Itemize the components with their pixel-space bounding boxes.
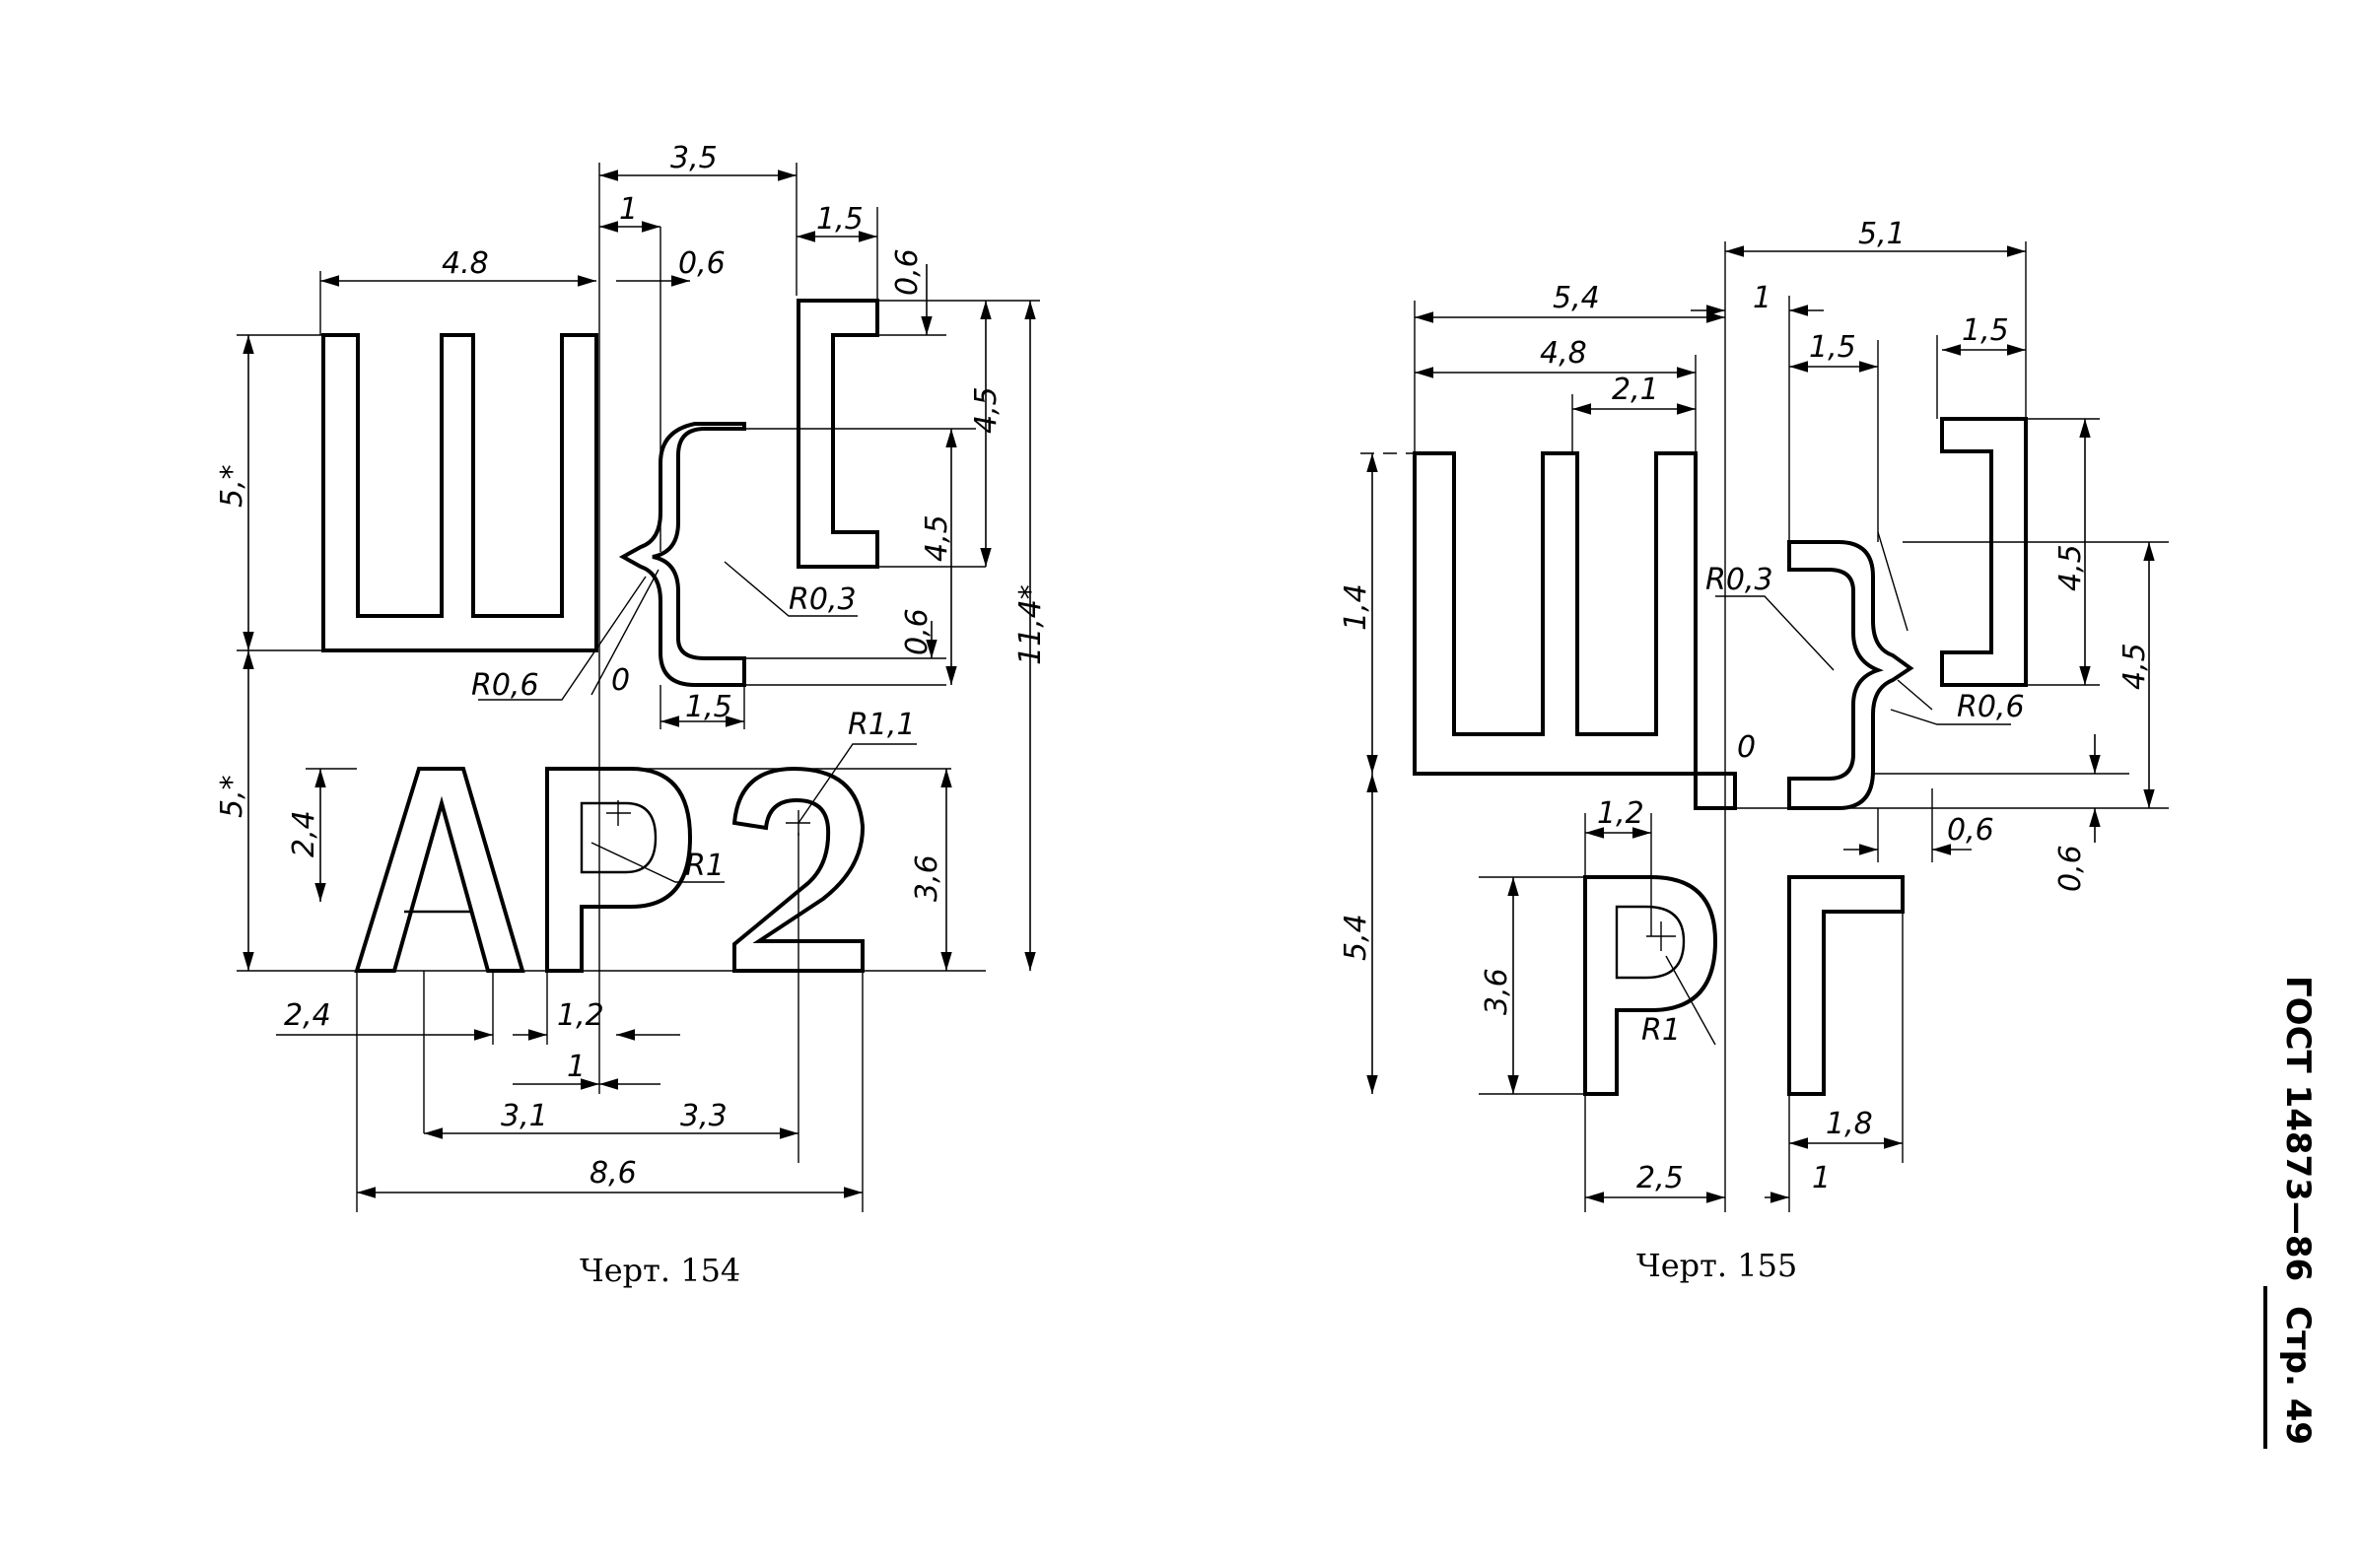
- dimension-lines-155: [1360, 241, 2169, 1212]
- dim-label: 0: [611, 663, 630, 698]
- dimension-labels-154: 3,5 1 1,5 0,6 4.8 0,6 4,5 4,5 11,4* 5,* …: [215, 141, 1048, 1191]
- dim-label: 3,5: [670, 141, 718, 175]
- dim-label: 0,6: [1947, 813, 1994, 848]
- dim-label: 5,4: [1553, 281, 1600, 315]
- page-side-label: ГОСТ 14873—86 Стр. 49: [2263, 976, 2318, 1449]
- page-number: Стр. 49: [2278, 1306, 2318, 1445]
- dim-label: 1,8: [1826, 1107, 1873, 1141]
- figure-caption: Черт. 155: [1636, 1247, 1797, 1284]
- figure-154: 3,5 1 1,5 0,6 4.8 0,6 4,5 4,5 11,4* 5,* …: [215, 141, 1048, 1289]
- letter-sha-outline: [321, 333, 598, 652]
- dimension-lines-154: [237, 163, 1040, 1212]
- dim-label: 5,4: [1339, 914, 1373, 961]
- letter-er-outline: [1583, 875, 1718, 1096]
- dim-label: R1: [685, 849, 725, 883]
- dim-label: 1,5: [1809, 330, 1856, 365]
- dim-label: 4,5: [920, 514, 954, 562]
- letter-bracket-outline: [1940, 417, 2028, 687]
- dim-label: 1,5: [685, 690, 732, 724]
- dim-label: 11,4*: [1013, 584, 1048, 665]
- dim-label: 3,6: [1480, 968, 1514, 1015]
- dim-label: 1: [619, 192, 638, 227]
- dim-label: R0,6: [1957, 690, 2025, 724]
- dim-label: 3,1: [501, 1099, 548, 1133]
- dim-label: R0,3: [789, 582, 857, 617]
- dim-label: 4,8: [1540, 336, 1587, 371]
- dim-label: 2,4: [287, 810, 321, 857]
- dim-label: 1,5: [1962, 313, 2009, 348]
- dim-label: R0,6: [471, 668, 539, 703]
- dim-label: 1,4: [1339, 583, 1373, 631]
- dim-label: 5,1: [1858, 217, 1906, 251]
- dim-label: 0: [1737, 730, 1756, 765]
- dim-label: 5,*: [215, 775, 249, 818]
- dim-label: 1: [567, 1050, 586, 1084]
- dim-label: 2,4: [284, 998, 331, 1033]
- dim-label: 5,*: [215, 464, 249, 508]
- dim-label: R1,1: [848, 708, 916, 742]
- dim-label: R1: [1641, 1013, 1681, 1048]
- letter-a-outline: [354, 767, 525, 973]
- figure-caption: Черт. 154: [580, 1252, 740, 1289]
- dim-label: 1,2: [557, 998, 604, 1033]
- dim-label: 3,3: [680, 1099, 728, 1133]
- dimension-labels-155: 5,1 5,4 1 4,8 1,5 1,5 2,1 4,5 4,5 R0,3 R…: [1339, 217, 2152, 1195]
- dim-label: 4,5: [2053, 544, 2088, 591]
- figure-155: 5,1 5,4 1 4,8 1,5 1,5 2,1 4,5 4,5 R0,3 R…: [1339, 217, 2169, 1284]
- dim-label: 1,5: [816, 202, 864, 237]
- letter-sha-outline: [1413, 451, 1737, 810]
- dim-label: 2,1: [1612, 373, 1659, 407]
- standard-number: ГОСТ 14873—86: [2278, 976, 2318, 1281]
- dim-label: 1: [1753, 281, 1771, 315]
- dim-label: 4.8: [442, 246, 489, 281]
- dim-label: 0,6: [2053, 845, 2088, 892]
- dim-label: 0,6: [890, 248, 925, 296]
- dim-label: 2,5: [1636, 1161, 1684, 1195]
- letter-es-outline: [797, 299, 879, 569]
- dim-label: 4,5: [2117, 643, 2152, 690]
- dim-label: 0,6: [900, 608, 935, 655]
- dim-label: R0,3: [1705, 563, 1773, 597]
- dim-label: 8,6: [590, 1156, 637, 1191]
- dim-label: 4,5: [969, 386, 1004, 434]
- dim-label: 1: [1812, 1161, 1831, 1195]
- letter-er-outline: [545, 767, 693, 973]
- brace-open-outline: [618, 422, 746, 687]
- dim-label: 3,6: [910, 854, 944, 902]
- dim-label: 0,6: [678, 246, 726, 281]
- letter-ghe-outline: [1787, 875, 1905, 1096]
- dim-label: 1,2: [1597, 796, 1644, 831]
